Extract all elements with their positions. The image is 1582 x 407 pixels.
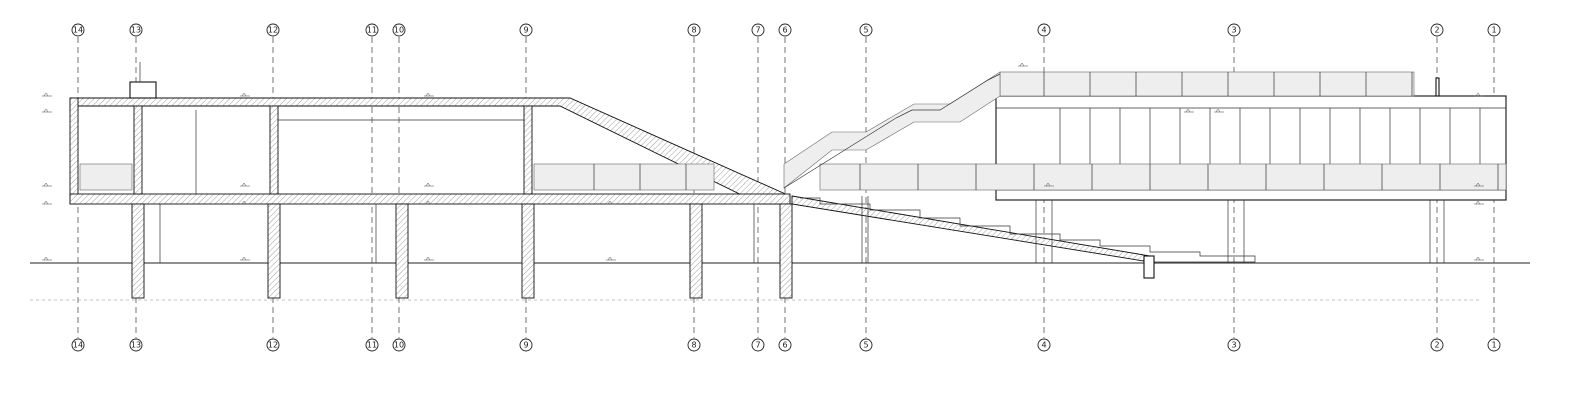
upper-stair bbox=[783, 73, 1001, 189]
grid-bubble bbox=[519, 23, 533, 37]
grid-bubble bbox=[1430, 23, 1444, 37]
grid-bubble bbox=[392, 23, 406, 37]
grid-bubble bbox=[266, 338, 280, 352]
roof-screen bbox=[999, 71, 1415, 97]
left-screen bbox=[79, 163, 133, 191]
left-volume bbox=[69, 62, 793, 299]
grid-label-bottom: 3 bbox=[1231, 341, 1236, 350]
grid-bubble bbox=[365, 338, 379, 352]
grid-label-top: 2 bbox=[1434, 26, 1439, 35]
grid-label-top: 13 bbox=[131, 26, 141, 35]
grid-bubble bbox=[859, 23, 873, 37]
grid-label-bottom: 1 bbox=[1491, 341, 1496, 350]
grid-bubble bbox=[266, 23, 280, 37]
grid-bubble bbox=[1430, 338, 1444, 352]
grid-bubble bbox=[392, 338, 406, 352]
chimney bbox=[1435, 77, 1440, 97]
upper-stair-screen bbox=[783, 71, 1001, 189]
grid-label-bottom: 9 bbox=[523, 341, 528, 350]
grid-label-bottom: 14 bbox=[73, 341, 83, 350]
grid-label-top: 10 bbox=[394, 26, 404, 35]
grid-label-top: 8 bbox=[691, 26, 696, 35]
ramp bbox=[791, 195, 1151, 263]
grid-label-bottom: 4 bbox=[1041, 341, 1046, 350]
grid-bubble bbox=[1227, 23, 1241, 37]
column-9 bbox=[521, 203, 535, 299]
grid-bubble bbox=[1037, 23, 1051, 37]
grid-bubble bbox=[129, 338, 143, 352]
grid-bubble bbox=[1227, 338, 1241, 352]
right-volume bbox=[783, 71, 1507, 279]
grid-label-bottom: 11 bbox=[367, 341, 377, 350]
grid-label-bottom: 8 bbox=[691, 341, 696, 350]
grid-bubble bbox=[519, 338, 533, 352]
grid-bubble bbox=[778, 23, 792, 37]
grid-label-top: 11 bbox=[367, 26, 377, 35]
grid-bubble bbox=[71, 23, 85, 37]
grid-bubble bbox=[778, 338, 792, 352]
grid-bubble bbox=[1487, 338, 1501, 352]
wall-12 bbox=[269, 105, 279, 195]
grid-label-bottom: 10 bbox=[394, 341, 404, 350]
wall-13 bbox=[133, 105, 143, 195]
facade-band bbox=[819, 163, 1507, 191]
grid-bubble bbox=[129, 23, 143, 37]
grid-label-top: 14 bbox=[73, 26, 83, 35]
level-markers bbox=[42, 62, 1484, 261]
grid-label-top: 4 bbox=[1041, 26, 1046, 35]
grid-bubble bbox=[687, 23, 701, 37]
grid-bubble bbox=[1487, 23, 1501, 37]
wall-9 bbox=[523, 105, 533, 195]
grid-label-bottom: 13 bbox=[131, 341, 141, 350]
grid-label-bottom: 7 bbox=[755, 341, 760, 350]
grid-label-bottom: 12 bbox=[268, 341, 278, 350]
grid-label-top: 3 bbox=[1231, 26, 1236, 35]
grid-label-top: 9 bbox=[523, 26, 528, 35]
grid-label-top: 1 bbox=[1491, 26, 1496, 35]
grid-label-bottom: 6 bbox=[782, 341, 787, 350]
column-6 bbox=[779, 203, 793, 299]
grid-label-top: 12 bbox=[268, 26, 278, 35]
left-wall bbox=[69, 97, 79, 205]
column-8 bbox=[689, 203, 703, 299]
grid-label-top: 5 bbox=[863, 26, 868, 35]
grid-bubble bbox=[751, 338, 765, 352]
grid-bubble bbox=[365, 23, 379, 37]
column-12 bbox=[267, 203, 281, 299]
column-13 bbox=[131, 203, 145, 299]
grid-bubble bbox=[751, 23, 765, 37]
grid-bubble bbox=[1037, 338, 1051, 352]
grid-bubble bbox=[71, 338, 85, 352]
grid-bubble bbox=[687, 338, 701, 352]
grid-label-bottom: 5 bbox=[863, 341, 868, 350]
floor-slab bbox=[69, 193, 791, 205]
roof-unit bbox=[129, 81, 157, 99]
ramp-base bbox=[1143, 255, 1155, 279]
grid-label-top: 7 bbox=[755, 26, 760, 35]
grid-label-top: 6 bbox=[782, 26, 787, 35]
glass-band bbox=[533, 163, 715, 191]
steps bbox=[800, 197, 1256, 263]
grid-bubble bbox=[859, 338, 873, 352]
grid-label-bottom: 2 bbox=[1434, 341, 1439, 350]
column-10 bbox=[395, 203, 409, 299]
